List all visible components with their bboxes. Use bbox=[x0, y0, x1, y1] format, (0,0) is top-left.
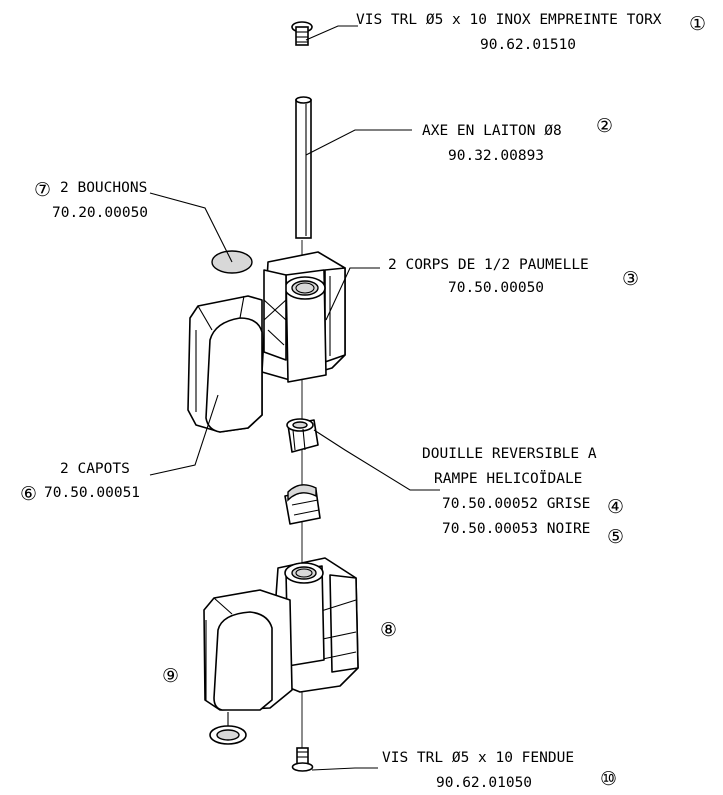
leader-4 bbox=[313, 429, 440, 491]
callout-7-line1: 2 BOUCHONS bbox=[60, 180, 147, 196]
helical-ramp-bushing bbox=[284, 484, 321, 525]
callout-3-number: ③ bbox=[622, 268, 639, 290]
callout-4-line1: 70.50.00052 GRISE bbox=[442, 496, 590, 512]
callout-2-number: ② bbox=[596, 115, 613, 137]
douille-line2: RAMPE HELICOÏDALE bbox=[434, 469, 582, 487]
screw-slotted bbox=[291, 747, 314, 772]
reversible-bushing bbox=[286, 418, 319, 453]
bottom-washer bbox=[209, 712, 247, 745]
screw-torx bbox=[291, 21, 313, 46]
callout-2-line2: 90.32.00893 bbox=[448, 148, 544, 164]
callout-5-number: ⑤ bbox=[607, 526, 624, 548]
douille-line1: DOUILLE REVERSIBLE A bbox=[422, 446, 597, 462]
callout-10-number: ⑩ bbox=[600, 768, 617, 790]
callout-3-line1: 2 CORPS DE 1/2 PAUMELLE bbox=[388, 257, 589, 273]
leader-2 bbox=[305, 129, 412, 156]
callout-1-number: ① bbox=[689, 13, 706, 35]
callout-6-number: ⑥ bbox=[20, 483, 37, 505]
callout-1-line1: VIS TRL Ø5 x 10 INOX EMPREINTE TORX bbox=[356, 12, 662, 28]
callout-5-line1: 70.50.00053 NOIRE bbox=[442, 521, 590, 537]
callout-10-line2: 90.62.01050 bbox=[436, 775, 532, 791]
callout-4-number: ④ bbox=[607, 496, 624, 518]
brass-axle bbox=[295, 96, 312, 239]
callout-7-line2: 70.20.00050 bbox=[52, 205, 148, 221]
callout-9-number: ⑨ bbox=[162, 665, 179, 687]
upper-hinge-body bbox=[187, 250, 346, 433]
leader-10 bbox=[311, 767, 378, 771]
callout-10-line1: VIS TRL Ø5 x 10 FENDUE bbox=[382, 750, 574, 766]
leader-3 bbox=[325, 267, 380, 321]
leader-7 bbox=[149, 192, 233, 263]
callout-1-line2: 90.62.01510 bbox=[480, 37, 576, 53]
callout-6-line2: 70.50.00051 bbox=[44, 485, 140, 501]
callout-7-number: ⑦ bbox=[34, 179, 51, 201]
lower-hinge-body bbox=[203, 557, 359, 711]
leader-6 bbox=[149, 394, 219, 476]
callout-8-number: ⑧ bbox=[380, 619, 397, 641]
callout-2-line1: AXE EN LAITON Ø8 bbox=[422, 123, 562, 139]
callout-3-line2: 70.50.00050 bbox=[448, 280, 544, 296]
leader-1 bbox=[305, 25, 358, 41]
callout-6-line1: 2 CAPOTS bbox=[60, 461, 130, 477]
